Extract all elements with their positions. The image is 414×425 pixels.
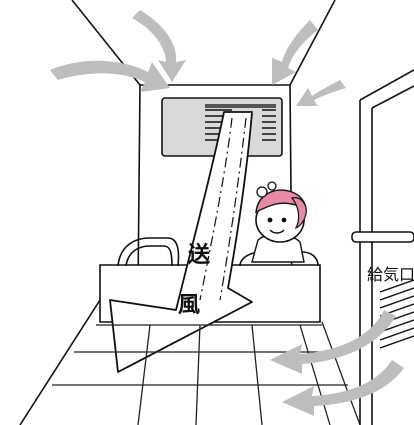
airflow-label-bottom: 風 [178, 293, 200, 318]
ceiling-airflow-arrows [50, 10, 346, 106]
airflow-arrow-right [296, 80, 346, 106]
airflow-label-top: 送 [188, 242, 210, 268]
person-in-bath [252, 182, 306, 262]
airflow-arrow-top-left [50, 61, 170, 92]
inlet-label: 給気口 [367, 265, 414, 284]
